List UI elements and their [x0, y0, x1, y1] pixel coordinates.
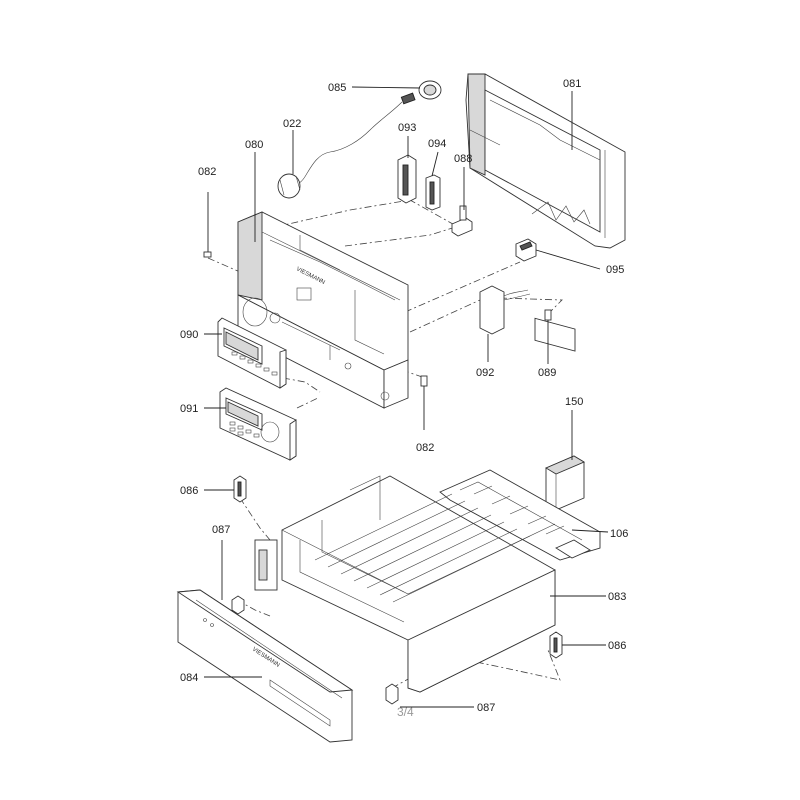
label-086-right: 086	[608, 640, 626, 652]
part-089-pin	[544, 309, 552, 321]
label-150: 150	[565, 396, 583, 408]
part-150-module-box	[545, 455, 585, 511]
label-022: 022	[283, 118, 301, 130]
part-090-control-panel	[217, 317, 287, 389]
label-088: 088	[454, 153, 472, 165]
label-087-upper: 087	[212, 524, 230, 536]
part-095-connector	[515, 238, 537, 262]
label-094: 094	[428, 138, 446, 150]
part-085-sensor	[291, 80, 442, 186]
part-083-base-tray	[254, 475, 556, 693]
label-091: 091	[180, 403, 198, 415]
part-088-bracket	[451, 205, 473, 237]
leader-lines	[204, 86, 609, 708]
label-082-lower: 082	[416, 442, 434, 454]
page-number: 3/4	[397, 705, 414, 719]
label-095: 095	[606, 264, 624, 276]
part-082-screw-upper	[203, 192, 212, 258]
label-092: 092	[476, 367, 494, 379]
label-106: 106	[610, 528, 628, 540]
label-085: 085	[328, 82, 346, 94]
part-087-clip-lower	[385, 683, 399, 705]
part-093-module	[397, 154, 417, 204]
part-081-frame	[465, 73, 626, 352]
label-082-upper: 082	[198, 166, 216, 178]
part-086-clip-left	[233, 475, 247, 503]
label-081: 081	[563, 78, 581, 90]
label-083: 083	[608, 591, 626, 603]
part-084-front-panel: VIESMANN	[176, 589, 354, 743]
part-labels: 085 081 022 093 094 080 088 082 095 090 …	[180, 78, 628, 714]
part-022-sensor-head	[277, 173, 301, 199]
part-091-control-panel	[219, 387, 297, 461]
label-084: 084	[180, 672, 198, 684]
part-080-housing: VIESMANN	[237, 211, 409, 409]
label-089: 089	[538, 367, 556, 379]
part-094-module	[425, 174, 441, 211]
part-087-clip-upper	[231, 595, 245, 615]
label-093: 093	[398, 122, 416, 134]
part-082-screw-lower	[420, 375, 428, 430]
part-086-clip-right	[549, 631, 563, 659]
label-087-lower: 087	[477, 702, 495, 714]
part-106-tray	[439, 469, 601, 561]
label-086-left: 086	[180, 485, 198, 497]
label-080: 080	[245, 139, 263, 151]
part-092-board	[479, 285, 531, 335]
label-090: 090	[180, 329, 198, 341]
